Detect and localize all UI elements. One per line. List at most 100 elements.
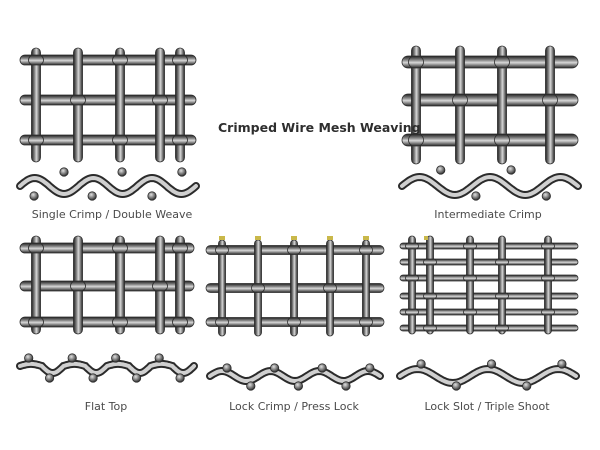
weft-wire [399,258,579,266]
crimp-wire-highlight [400,174,580,198]
cross-wire-section [29,191,39,201]
weft-crossing [494,133,510,147]
weft-crossing [112,134,128,146]
caption-lock-crimp: Lock Crimp / Press Lock [229,400,359,413]
weft-crossing [172,242,188,254]
warp-wire [115,235,125,335]
weft-crossing [172,134,188,146]
warp-wire [31,47,41,163]
cross-wire-section [24,353,34,363]
crimp-tip-mark [219,236,225,240]
weft-crossing [463,242,477,250]
weft-crossing [359,317,373,327]
weft-crossing [495,324,509,332]
crimp-tip-mark [327,236,333,240]
weft-crossing [152,94,168,106]
weft-crossing [112,316,128,328]
crimp-profile-flattop [16,353,198,383]
weft-wire [399,292,579,300]
cross-wire-section [246,381,256,391]
weft-crossing [405,274,419,282]
crimp-wire-highlight [398,366,578,386]
cross-wire-section [147,191,157,201]
warp-wire [466,235,474,335]
crimp-tip-mark [291,236,297,240]
weft-crossing [405,308,419,316]
weft-wire [399,274,579,282]
warp-wire [544,235,552,335]
warp-wire [175,47,185,163]
cross-wire-section [67,353,77,363]
cross-wire-section [317,363,327,373]
weft-crossing [112,242,128,254]
crimp-profile-lockslot [396,359,580,391]
weft-crossing [463,274,477,282]
caption-lock-slot: Lock Slot / Triple Shoot [424,400,550,413]
weft-wire [19,280,195,292]
crimp-wire-highlight [208,368,382,384]
weft-wire [401,93,579,107]
warp-wire [115,47,125,163]
crimp-profile-single [16,167,200,201]
cross-wire-section [131,373,142,383]
weft-crossing [28,134,44,146]
crimp-profile-intermediate [398,165,582,201]
weft-wire [19,316,195,328]
weft-wire [399,242,579,250]
cross-wire-section [87,191,97,201]
cross-wire-section [293,381,303,391]
crimp-wire-highlight [18,175,198,197]
weft-crossing [172,316,188,328]
cross-wire-section [506,165,516,175]
crimp-tip-mark [424,236,428,240]
cross-wire-section [175,373,185,383]
warp-wire [175,235,185,335]
weft-crossing [112,54,128,66]
weft-crossing [541,308,555,316]
warp-wire [31,235,41,335]
weft-wire [19,94,197,106]
warp-wire [408,235,416,335]
weft-crossing [251,283,265,293]
cross-wire-section [522,381,532,391]
mesh-panel-lockslot [399,235,579,335]
weft-crossing [405,242,419,250]
weft-wire [401,55,579,69]
weft-crossing [541,274,555,282]
caption-flat-top: Flat Top [84,400,128,413]
cross-wire-section [177,167,187,177]
weft-crossing [172,54,188,66]
weft-crossing [494,55,510,69]
mesh-panel-single [19,47,197,163]
weft-crossing [541,242,555,250]
cross-wire-section [44,373,55,383]
weft-crossing [408,55,424,69]
weft-crossing [423,258,437,266]
weft-wire [401,133,579,147]
weft-crossing [452,93,468,107]
caption-single-crimp: Single Crimp / Double Weave [31,208,193,221]
cross-wire-section [59,167,69,177]
mesh-panel-lock [205,239,385,337]
warp-wire [426,235,434,335]
weft-crossing [70,280,86,292]
cross-wire-section [541,191,551,201]
cross-wire-section [154,353,164,363]
weft-crossing [423,324,437,332]
weft-wire [19,54,197,66]
weft-crossing [359,245,373,255]
cross-wire-section [486,359,497,369]
cross-wire-section [471,191,481,201]
cross-wire-section [416,359,426,369]
weft-crossing [215,317,229,327]
weft-wire [19,242,195,254]
cross-wire-section [341,381,351,391]
weft-crossing [70,94,86,106]
cross-wire-section [365,363,375,373]
crimp-profiles [16,165,582,391]
weft-crossing [542,93,558,107]
weft-crossing [152,280,168,292]
weft-wire [19,134,197,146]
cross-wire-section [222,363,232,373]
